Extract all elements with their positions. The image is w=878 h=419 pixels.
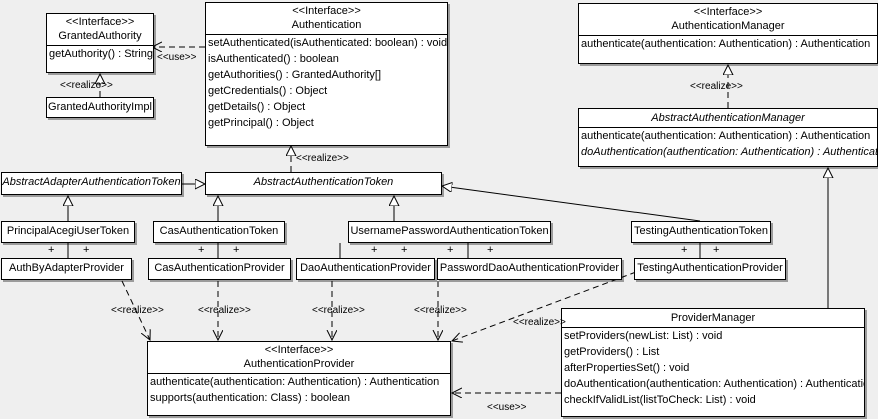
operation-row: authenticate(authentication: Authenticat… [150,376,440,388]
assoc-marker-plus: + [83,244,90,256]
edge-label-use-grantedauthority: <<use>> [157,52,197,63]
class-granted-authority-impl[interactable]: GrantedAuthorityImpl [46,97,154,118]
assoc-marker-plus: + [48,244,55,256]
class-name: GrantedAuthorityImpl [48,101,152,113]
edge-label-realize-daoauthenticationprovider: <<realize>> [312,305,365,316]
operations-compartment: authenticate(authentication: Authenticat… [148,374,450,406]
class-name: UsernamePasswordAuthenticationToken [350,225,549,237]
edge-label-realize-abstractauthmanager: <<realize>> [690,81,743,92]
divider [47,45,153,46]
class-principal-acegi-user-token[interactable]: PrincipalAcegiUserToken [1,221,135,243]
assoc-marker-plus: + [681,244,688,256]
edge-label-use-providermanager: <<use>> [487,402,527,413]
class-dao-authentication-provider[interactable]: DaoAuthenticationProvider [296,258,435,280]
class-authentication-provider[interactable]: <<Interface>> AuthenticationProvider aut… [147,341,451,416]
divider [206,34,447,35]
assoc-marker-plus: + [198,244,205,256]
class-name: AuthenticationManager [671,20,785,32]
class-username-password-authentication-token[interactable]: UsernamePasswordAuthenticationToken [348,221,551,243]
operation-row: setProviders(newList: List) : void [564,330,723,342]
operation-row: getAuthorities() : GrantedAuthority[] [208,69,382,81]
class-name: Authentication [291,19,362,31]
class-password-dao-authentication-provider[interactable]: PasswordDaoAuthenticationProvider [437,258,622,280]
class-name: PasswordDaoAuthenticationProvider [439,262,620,274]
class-header: AbstractAuthenticationManager [579,109,877,127]
assoc-marker-plus: + [713,244,720,256]
divider [579,127,877,128]
divider [148,373,450,374]
assoc-marker-plus: + [487,244,494,256]
class-name: TestingAuthenticationToken [634,225,768,237]
operation-row: getDetails() : Object [208,101,306,113]
class-granted-authority[interactable]: <<Interface>> GrantedAuthority getAuthor… [46,13,154,73]
operations-compartment: authenticate(authentication: Authenticat… [579,128,877,160]
class-name: DaoAuthenticationProvider [300,262,431,274]
class-stereotype: <<Interface>> [292,5,361,17]
operation-row: checkIfValidList(listToCheck: List) : vo… [564,394,756,406]
class-name: PrincipalAcegiUserToken [6,225,130,237]
class-auth-by-adapter-provider[interactable]: AuthByAdapterProvider [1,258,132,280]
class-header: <<Interface>> AuthenticationProvider [148,342,450,373]
class-name: GrantedAuthority [58,30,142,42]
class-abstract-authentication-token[interactable]: AbstractAuthenticationToken [205,172,442,195]
divider [579,35,877,36]
class-name: AuthByAdapterProvider [9,262,124,274]
class-cas-authentication-token[interactable]: CasAuthenticationToken [153,221,285,243]
class-name: TestingAuthenticationProvider [637,262,783,274]
operations-compartment: authenticate(authentication: Authenticat… [579,36,877,52]
operation-row: getAuthority() : String [49,48,153,60]
edge-label-realize-casauthenticationprovider: <<realize>> [198,305,251,316]
class-testing-authentication-provider[interactable]: TestingAuthenticationProvider [634,258,786,280]
class-name: AbstractAuthenticationToken [253,176,394,188]
class-header: <<Interface>> Authentication [206,3,447,34]
operation-row: getProviders() : List [564,346,660,358]
assoc-marker-plus: + [233,244,240,256]
class-name: CasAuthenticationToken [159,225,279,237]
divider [562,327,864,328]
operations-compartment: setAuthenticated(isAuthenticated: boolea… [206,35,447,131]
assoc-marker-plus: + [401,244,408,256]
operation-row: authenticate(authentication: Authenticat… [581,38,871,50]
operations-compartment: getAuthority() : String [47,46,153,62]
operation-row: doAuthentication(authentication: Authent… [581,146,878,158]
operation-row: afterPropertiesSet() : void [564,362,690,374]
class-authentication[interactable]: <<Interface>> Authentication setAuthenti… [205,2,448,146]
class-name: AbstractAdapterAuthenticationToken [2,176,181,188]
class-header: ProviderManager [562,309,864,327]
operation-row: authenticate(authentication: Authenticat… [581,130,871,142]
class-name: ProviderManager [670,312,756,324]
class-testing-authentication-token[interactable]: TestingAuthenticationToken [631,221,771,243]
class-name: CasAuthenticationProvider [154,262,285,274]
class-abstract-authentication-manager[interactable]: AbstractAuthenticationManager authentica… [578,108,878,167]
edge-label-realize-testingauthenticationprovider: <<realize>> [513,317,566,328]
class-abstract-adapter-authentication-token[interactable]: AbstractAdapterAuthenticationToken [1,172,182,195]
edge-label-realize-passworddaoauthenticationprovider: <<realize>> [414,305,467,316]
edge-label-realize-authbyadapterprovider: <<realize>> [111,305,164,316]
operation-row: isAuthenticated() : boolean [208,53,339,65]
class-header: <<Interface>> GrantedAuthority [47,14,153,45]
operation-row: setAuthenticated(isAuthenticated: boolea… [208,37,448,49]
operation-row: getCredentials() : Object [208,85,328,97]
operations-compartment: setProviders(newList: List) : void getPr… [562,328,864,408]
edge-label-realize-grantedauthorityimpl: <<realize>> [60,80,113,91]
class-provider-manager[interactable]: ProviderManager setProviders(newList: Li… [561,308,865,417]
operation-row: supports(authentication: Class) : boolea… [150,392,350,404]
class-cas-authentication-provider[interactable]: CasAuthenticationProvider [148,258,291,280]
operation-row: doAuthentication(authentication: Authent… [564,378,865,390]
class-header: <<Interface>> AuthenticationManager [579,4,877,35]
assoc-marker-plus: + [371,244,378,256]
operation-row: getPrincipal() : Object [208,117,314,129]
assoc-marker-plus: + [447,244,454,256]
edge-label-realize-abstractauthtoken: <<realize>> [296,153,349,164]
class-stereotype: <<Interface>> [264,344,334,356]
class-stereotype: <<Interface>> [65,16,135,28]
class-authentication-manager[interactable]: <<Interface>> AuthenticationManager auth… [578,3,878,64]
class-name: AbstractAuthenticationManager [651,112,805,124]
class-stereotype: <<Interface>> [693,6,763,18]
edge-testingauthtoken-extends-abstractauthtoken [442,186,701,222]
class-name: AuthenticationProvider [243,358,355,370]
